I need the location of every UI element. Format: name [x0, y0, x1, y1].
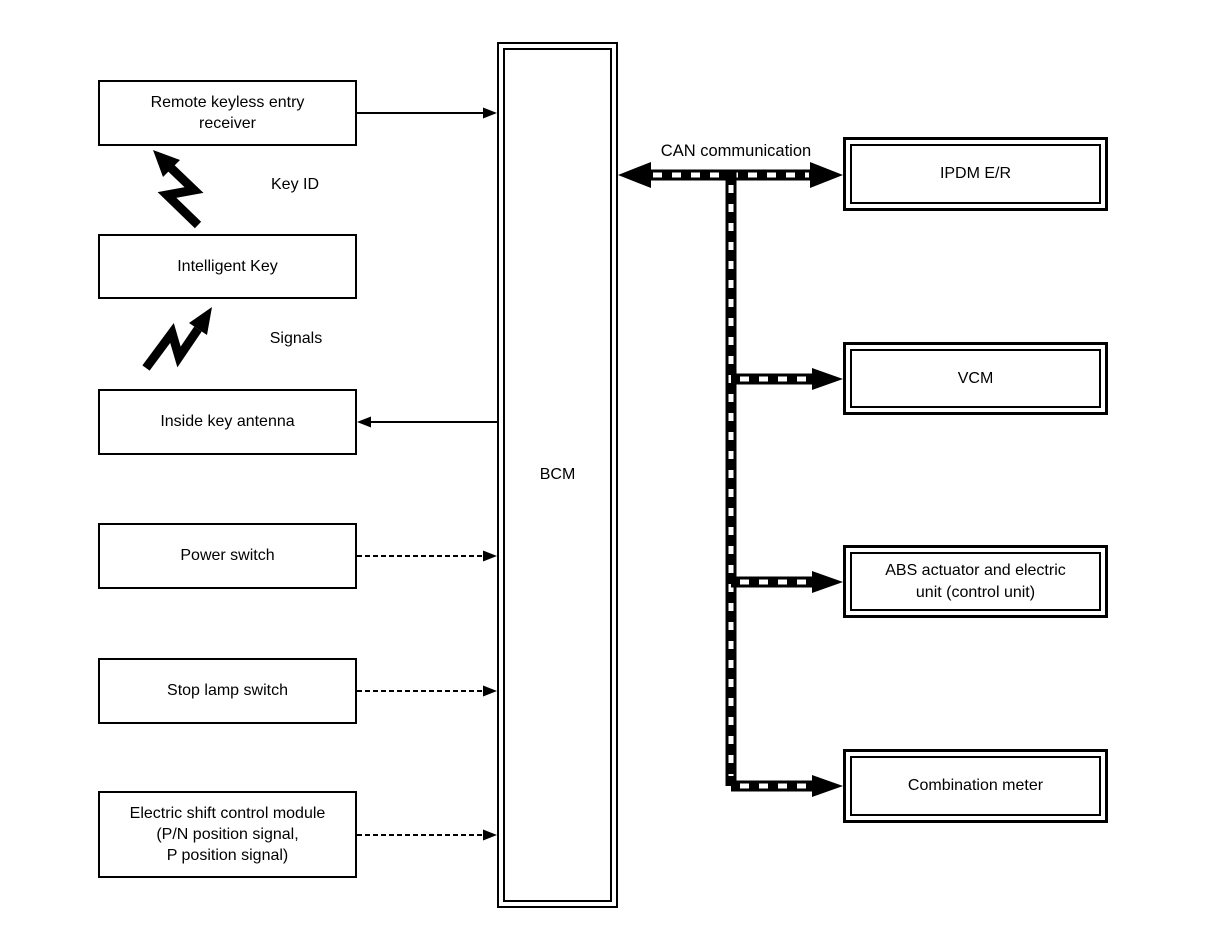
label-signals: Signals [269, 330, 323, 347]
can-branch-to-combination-meter [731, 775, 843, 797]
can-branch-to-vcm [731, 368, 843, 390]
arrow-stop-lamp-switch-to-bcm [357, 685, 497, 697]
node-bcm-inner: BCM [503, 48, 612, 902]
node-vcm-inner: VCM [850, 349, 1101, 408]
node-inside-key-antenna: Inside key antenna [98, 389, 357, 455]
bcm-label: BCM [539, 466, 576, 484]
node-bcm: BCM [497, 42, 618, 908]
can-branch-to-abs [731, 571, 843, 593]
node-vcm: VCM [843, 342, 1108, 415]
arrow-power-switch-to-bcm [357, 550, 497, 562]
arrow-rke-receiver-to-bcm [357, 107, 497, 119]
wireless-bolt-key-id-icon [153, 150, 204, 229]
node-combination-meter-inner: Combination meter [850, 756, 1101, 816]
arrow-electric-shift-to-bcm [357, 829, 497, 841]
arrow-bcm-to-inside-key-antenna [357, 416, 497, 428]
node-ipdm-er-inner: IPDM E/R [850, 144, 1101, 204]
node-abs-actuator-inner: ABS actuator and electric unit (control … [850, 552, 1101, 611]
node-combination-meter: Combination meter [843, 749, 1108, 823]
node-power-switch: Power switch [98, 523, 357, 589]
node-intelligent-key: Intelligent Key [98, 234, 357, 299]
node-ipdm-er: IPDM E/R [843, 137, 1108, 211]
node-stop-lamp-switch: Stop lamp switch [98, 658, 357, 724]
label-can-communication: CAN communication [660, 142, 812, 160]
node-electric-shift-control-module: Electric shift control module (P/N posit… [98, 791, 357, 878]
wireless-bolt-signals-icon [142, 307, 212, 371]
label-key-id: Key ID [270, 176, 320, 193]
node-remote-keyless-entry-receiver: Remote keyless entry receiver [98, 80, 357, 146]
node-abs-actuator: ABS actuator and electric unit (control … [843, 545, 1108, 618]
